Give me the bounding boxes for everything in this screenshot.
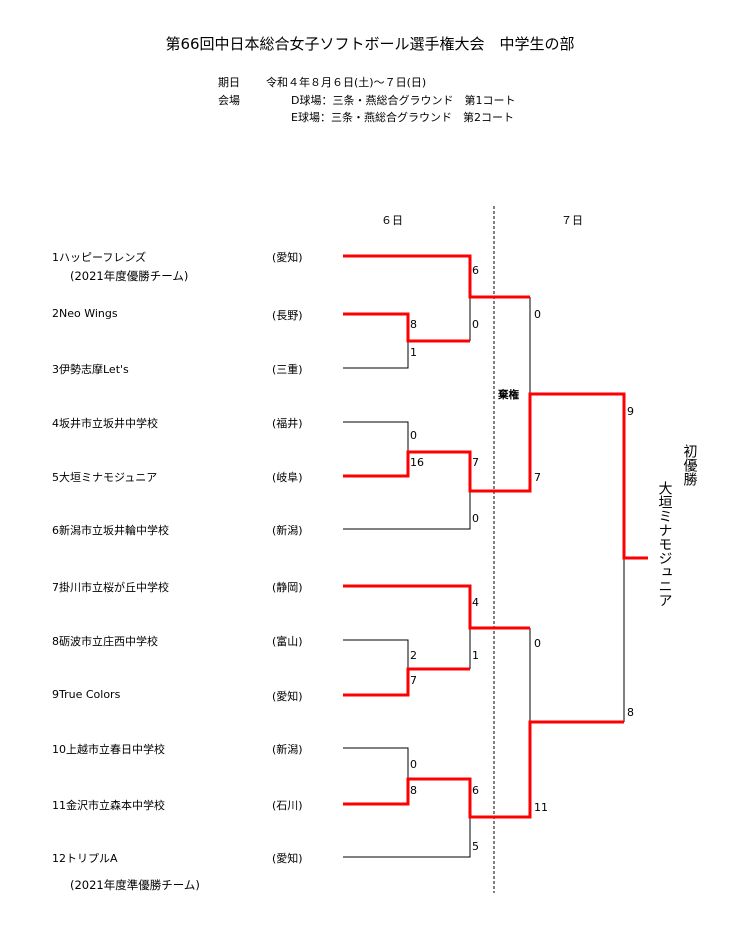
team-no: 12 (52, 852, 66, 865)
score-sf-b-top: 0 (534, 637, 541, 650)
team-entry-8: 8砺波市立庄西中学校 (富山) (52, 633, 303, 649)
team-entry-7: 7掛川市立桜が丘中学校 (静岡) (52, 579, 303, 595)
team-name: ハッピーフレンズ (59, 251, 147, 264)
venue-line-1: D球場：三条・燕総合グラウンド 第1コート (291, 94, 516, 107)
team-no: 4 (52, 417, 59, 430)
team-name: 坂井市立坂井中学校 (59, 417, 158, 430)
team-pref: (石川) (272, 799, 303, 812)
score-r1-team10: 0 (410, 758, 417, 771)
team-name: 伊勢志摩Let's (59, 363, 129, 376)
score-final-top: 9 (627, 405, 634, 418)
team-entry-12: 12トリプルA (愛知) (52, 850, 303, 866)
score-qf-a-top: 6 (472, 264, 479, 277)
team-name: トリプルA (66, 852, 118, 865)
team-pref: (富山) (272, 635, 303, 648)
score-sf-a-top: 0 (534, 308, 541, 321)
team-entry-10: 10上越市立春日中学校 (新潟) (52, 741, 303, 757)
loser-lines (343, 297, 625, 858)
score-qf-d-bottom: 5 (472, 840, 479, 853)
team-entry-9: 9True Colors (愛知) (52, 688, 303, 703)
team-no: 10 (52, 743, 66, 756)
venue-line-2: E球場：三条・燕総合グラウンド 第2コート (291, 111, 514, 124)
team-pref: (愛知) (272, 690, 303, 703)
team-pref: (長野) (272, 309, 303, 322)
score-r1-team3: 1 (410, 346, 417, 359)
day-label-7: ７日 (561, 214, 583, 227)
forfeit-label: 棄権 (498, 389, 519, 401)
team-pref: (新潟) (272, 524, 303, 537)
team-no: 5 (52, 471, 59, 484)
score-qf-b-bottom: 0 (472, 512, 479, 525)
score-sf-b-bottom: 11 (534, 801, 548, 814)
date-label: 期日 (218, 76, 240, 89)
team-name: 新潟市立坂井輪中学校 (59, 524, 169, 537)
team-note-1: (2021年度優勝チーム) (70, 269, 189, 283)
team-no: 9 (52, 688, 59, 701)
date-value: 令和４年８月６日(土)～７日(日) (266, 76, 427, 89)
score-final-bottom: 8 (627, 706, 634, 719)
score-qf-b-top: 7 (472, 456, 479, 469)
team-name: 掛川市立桜が丘中学校 (59, 581, 169, 594)
score-qf-a-bottom: 0 (472, 318, 479, 331)
team-name: 大垣ミナモジュニア (59, 471, 158, 484)
page-title: 第66回中日本総合女子ソフトボール選手権大会 中学生の部 (165, 35, 575, 53)
champion-team: 大垣ミナモジュニア (656, 481, 673, 607)
score-qf-d-top: 6 (472, 784, 479, 797)
team-pref: (愛知) (272, 852, 303, 865)
team-name: Neo Wings (59, 307, 118, 320)
venue-label: 会場 (218, 94, 240, 107)
team-entry-4: 4坂井市立坂井中学校 (福井) (52, 415, 303, 431)
team-note-12: (2021年度準優勝チーム) (70, 878, 200, 892)
score-r1-team8: 2 (410, 649, 417, 662)
score-r1-team5: 16 (410, 456, 424, 469)
team-entry-5: 5大垣ミナモジュニア (岐阜) (52, 469, 303, 485)
day-label-6: ６日 (381, 214, 403, 227)
winner-lines (343, 254, 648, 819)
score-qf-c-top: 4 (472, 596, 479, 609)
team-name: 上越市立春日中学校 (66, 743, 165, 756)
score-qf-c-bottom: 1 (472, 649, 479, 662)
team-no: 6 (52, 524, 59, 537)
team-entry-11: 11金沢市立森本中学校 (石川) (52, 797, 303, 813)
team-entry-6: 6新潟市立坂井輪中学校 (新潟) (52, 522, 303, 538)
team-name: 金沢市立森本中学校 (66, 799, 165, 812)
team-entry-2: 2Neo Wings (長野) (52, 307, 303, 322)
team-no: 7 (52, 581, 59, 594)
team-no: 2 (52, 307, 59, 320)
team-pref: (愛知) (272, 251, 303, 264)
team-pref: (静岡) (272, 581, 303, 594)
score-r1-team9: 7 (410, 674, 417, 687)
team-no: 3 (52, 363, 59, 376)
team-pref: (三重) (272, 363, 303, 376)
champion-label: 初優勝 (681, 444, 698, 486)
team-pref: (岐阜) (272, 471, 303, 484)
score-r1-team2: 8 (410, 318, 417, 331)
score-r1-team4: 0 (410, 429, 417, 442)
team-no: 11 (52, 799, 66, 812)
team-no: 1 (52, 251, 59, 264)
team-pref: (福井) (272, 417, 303, 430)
score-r1-team11: 8 (410, 784, 417, 797)
team-name: True Colors (59, 688, 121, 701)
team-name: 砺波市立庄西中学校 (59, 635, 158, 648)
team-entry-1: 1ハッピーフレンズ (愛知) (52, 249, 303, 265)
team-no: 8 (52, 635, 59, 648)
team-pref: (新潟) (272, 743, 303, 756)
team-entry-3: 3伊勢志摩Let's (三重) (52, 361, 303, 377)
score-sf-a-bottom: 7 (534, 471, 541, 484)
